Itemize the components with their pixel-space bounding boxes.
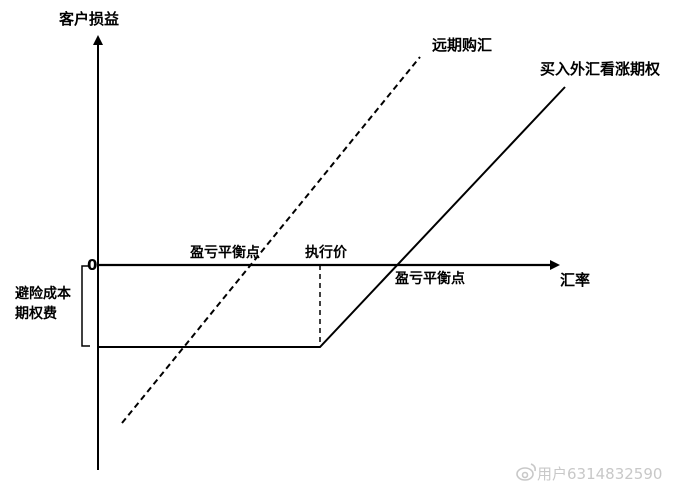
cost-label-line1: 避险成本 xyxy=(15,285,72,302)
origin-label: 0 xyxy=(87,256,97,274)
call-option-label: 买入外汇看涨期权 xyxy=(540,60,661,78)
cost-label-line2: 期权费 xyxy=(15,305,57,322)
breakeven-left-label: 盈亏平衡点 xyxy=(189,244,260,261)
x-axis-label: 汇率 xyxy=(560,271,590,289)
breakeven-right-label: 盈亏平衡点 xyxy=(394,270,465,287)
strike-label: 执行价 xyxy=(305,244,348,261)
weibo-icon xyxy=(516,463,536,481)
watermark: 用户6314832590 xyxy=(516,463,662,483)
call-option-payoff-line xyxy=(98,86,566,348)
cost-bracket xyxy=(81,265,90,347)
forward-line xyxy=(121,56,421,424)
y-axis-label: 客户损益 xyxy=(58,10,119,28)
watermark-text: 用户6314832590 xyxy=(537,465,662,483)
forward-label: 远期购汇 xyxy=(432,36,492,54)
